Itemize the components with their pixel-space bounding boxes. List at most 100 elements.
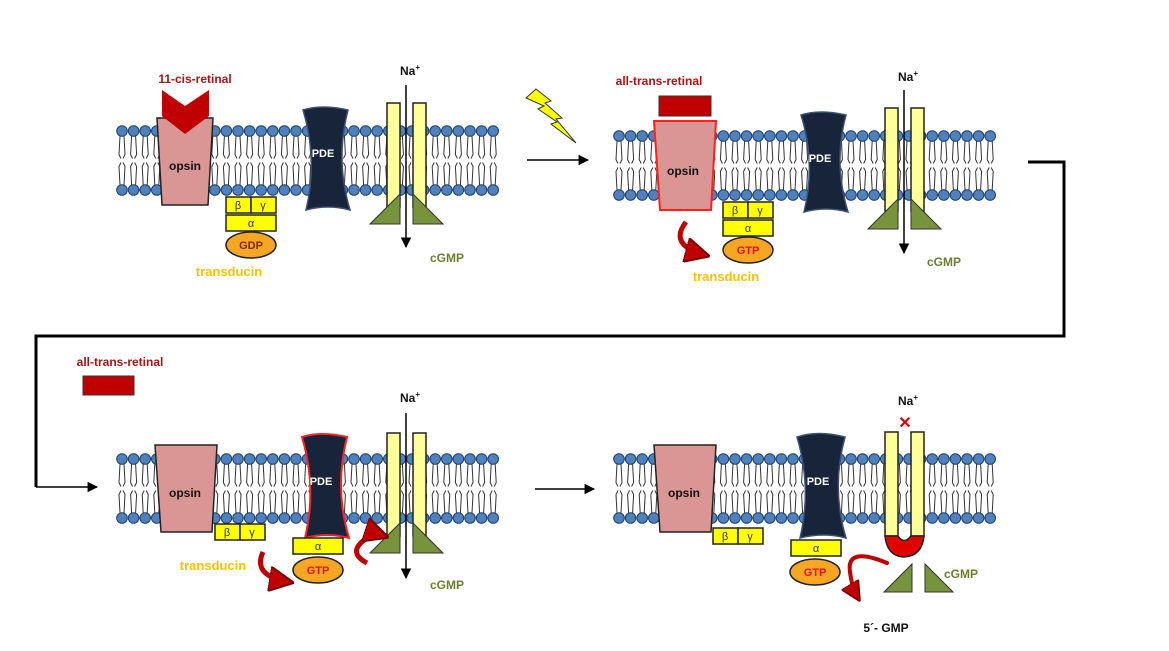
lipid-head — [752, 130, 765, 142]
lipid-tail — [362, 135, 370, 186]
lipid-head — [267, 453, 279, 465]
lipid-head — [116, 512, 128, 524]
cis-retinal-shape — [162, 90, 209, 134]
opsin-4 — [653, 444, 717, 533]
lipid-head — [740, 453, 753, 465]
lipid-head — [232, 184, 244, 196]
lipid-head — [452, 453, 465, 465]
lipid-tail — [777, 463, 785, 514]
channel-right-2 — [910, 107, 925, 212]
lipid-tail — [615, 140, 623, 191]
lipid-tail — [928, 140, 936, 191]
lipid-head — [717, 453, 730, 465]
lipid-head — [984, 130, 997, 142]
gtp-1 — [722, 236, 774, 264]
lipid-head — [359, 184, 372, 196]
lipid-head — [717, 189, 730, 201]
lipid-tail — [766, 463, 774, 514]
activation-arrow-2 — [258, 550, 289, 582]
lipid-tail — [489, 135, 497, 186]
lipid-head — [938, 130, 950, 142]
alpha-label-4: α — [813, 543, 820, 555]
lipid-tail — [859, 463, 867, 514]
pde-4 — [796, 432, 848, 540]
lipid-head — [787, 130, 799, 142]
lipid-head — [740, 130, 753, 142]
lipid-head — [139, 512, 151, 524]
lipid-head — [764, 453, 776, 465]
transducin-label-2: transducin — [693, 269, 760, 284]
lipid-head — [845, 189, 857, 201]
opsin-label-4: opsin — [668, 486, 700, 500]
hydrolysis-arrow — [850, 554, 889, 598]
lipid-head — [359, 512, 372, 524]
lipid-tail — [754, 463, 762, 514]
cgmp-label-2: cGMP — [927, 255, 961, 269]
lipid-tail — [870, 140, 878, 191]
lipid-head — [972, 130, 985, 142]
lipid-tail — [280, 463, 288, 514]
lipid-head — [926, 512, 939, 524]
lipid-tail — [951, 140, 959, 191]
lipid-tail — [141, 463, 149, 514]
light-bolt-icon — [525, 88, 577, 144]
lipid-head — [868, 130, 881, 142]
lipid-head — [487, 453, 500, 465]
lipid-tail — [443, 463, 451, 514]
channel-right-3 — [412, 432, 427, 537]
lipid-head — [926, 189, 939, 201]
lipid-head — [348, 184, 360, 196]
lipid-head — [487, 184, 500, 196]
lipid-head — [961, 130, 973, 142]
pde-label-3: PDE — [310, 476, 333, 488]
lipid-tail — [963, 463, 971, 514]
channel-left-1 — [386, 102, 401, 208]
lipid-head — [464, 184, 476, 196]
lipid-tail — [257, 135, 265, 186]
lipid-tail — [454, 135, 462, 186]
gamma-label-4: γ — [747, 531, 753, 543]
lipid-head — [949, 130, 962, 142]
lipid-tail — [870, 463, 878, 514]
lipid-head — [868, 189, 881, 201]
lipid-head — [441, 125, 453, 137]
lipid-head — [371, 125, 384, 137]
trans-retinal-label-2: all-trans-retinal — [77, 355, 164, 369]
lipid-tail — [975, 463, 983, 514]
activation-arrow-1 — [677, 220, 705, 255]
channel-right-1 — [412, 102, 427, 208]
lipid-tail — [130, 463, 138, 514]
lipid-head — [278, 453, 291, 465]
lipid-head — [752, 512, 765, 524]
lipid-head — [127, 453, 140, 465]
lipid-head — [487, 125, 500, 137]
lipid-tail — [928, 463, 936, 514]
activation-arrow-3 — [354, 535, 385, 566]
lipid-head — [856, 130, 869, 142]
lipid-head — [243, 184, 256, 196]
lipid-head — [475, 453, 488, 465]
lipid-head — [787, 453, 799, 465]
lipid-head — [232, 125, 244, 137]
gtp-label-1: GTP — [737, 245, 760, 257]
na-label-2: Na+ — [898, 69, 918, 84]
lipid-head — [856, 512, 869, 524]
gamma-label-2: γ — [757, 205, 763, 217]
beta-label-1: β — [235, 200, 241, 212]
lipid-tail — [222, 463, 230, 514]
lipid-head — [926, 453, 939, 465]
lipid-tail — [222, 135, 230, 186]
gamma-subunit-4 — [737, 527, 764, 545]
lipid-tail — [627, 463, 635, 514]
lipid-tail — [350, 463, 358, 514]
lipid-head — [243, 125, 256, 137]
alpha-subunit-1 — [225, 214, 277, 232]
lipid-head — [232, 512, 244, 524]
gdp-1 — [225, 231, 277, 259]
lipid-head — [127, 184, 140, 196]
channel-left-2 — [884, 107, 899, 212]
product-label: 5´- GMP — [863, 621, 908, 635]
lipid-head — [740, 512, 753, 524]
pde-2 — [800, 111, 850, 214]
lipid-head — [984, 512, 997, 524]
